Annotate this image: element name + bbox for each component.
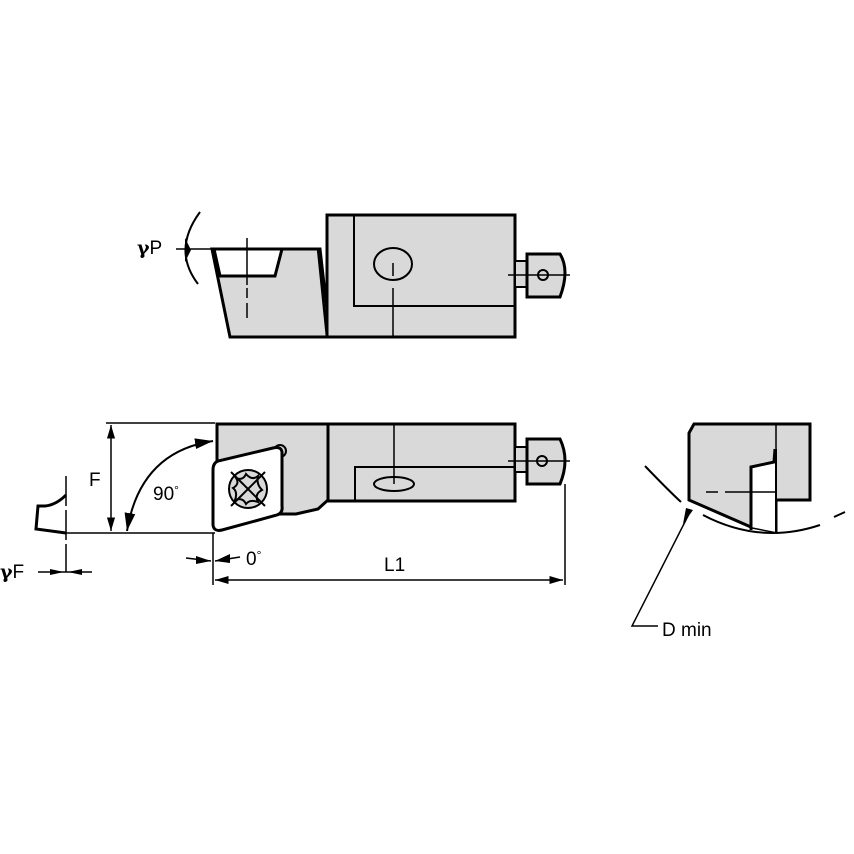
dimension-l1-label: L1 [384, 555, 406, 576]
end-view [630, 422, 846, 627]
adjust-screw-neck-top [514, 260, 528, 288]
rake-angle-f-label: γF [0, 561, 25, 583]
bore-arc-bottom [702, 514, 821, 534]
insert-hole-icon [228, 469, 268, 509]
adjust-screw-neck-side [514, 446, 528, 473]
gamma-symbol: γ [0, 561, 13, 583]
top-view [176, 211, 570, 339]
holder-body-top [325, 213, 517, 339]
rake-profile [34, 493, 68, 535]
dmin-leader [630, 511, 691, 627]
lead-angle-label: 90° [153, 483, 179, 505]
dimension-f-label: F [89, 470, 101, 491]
insert-top [212, 247, 284, 278]
clearance-angle-label: 0° [246, 548, 262, 570]
rake-angle-p-label: γP [137, 237, 163, 259]
gamma-symbol: γ [137, 237, 150, 259]
min-bore-diameter-label: D min [662, 620, 712, 641]
lead-angle-arc [124, 438, 214, 532]
bore-arc-left [644, 465, 682, 503]
side-view [34, 422, 570, 585]
